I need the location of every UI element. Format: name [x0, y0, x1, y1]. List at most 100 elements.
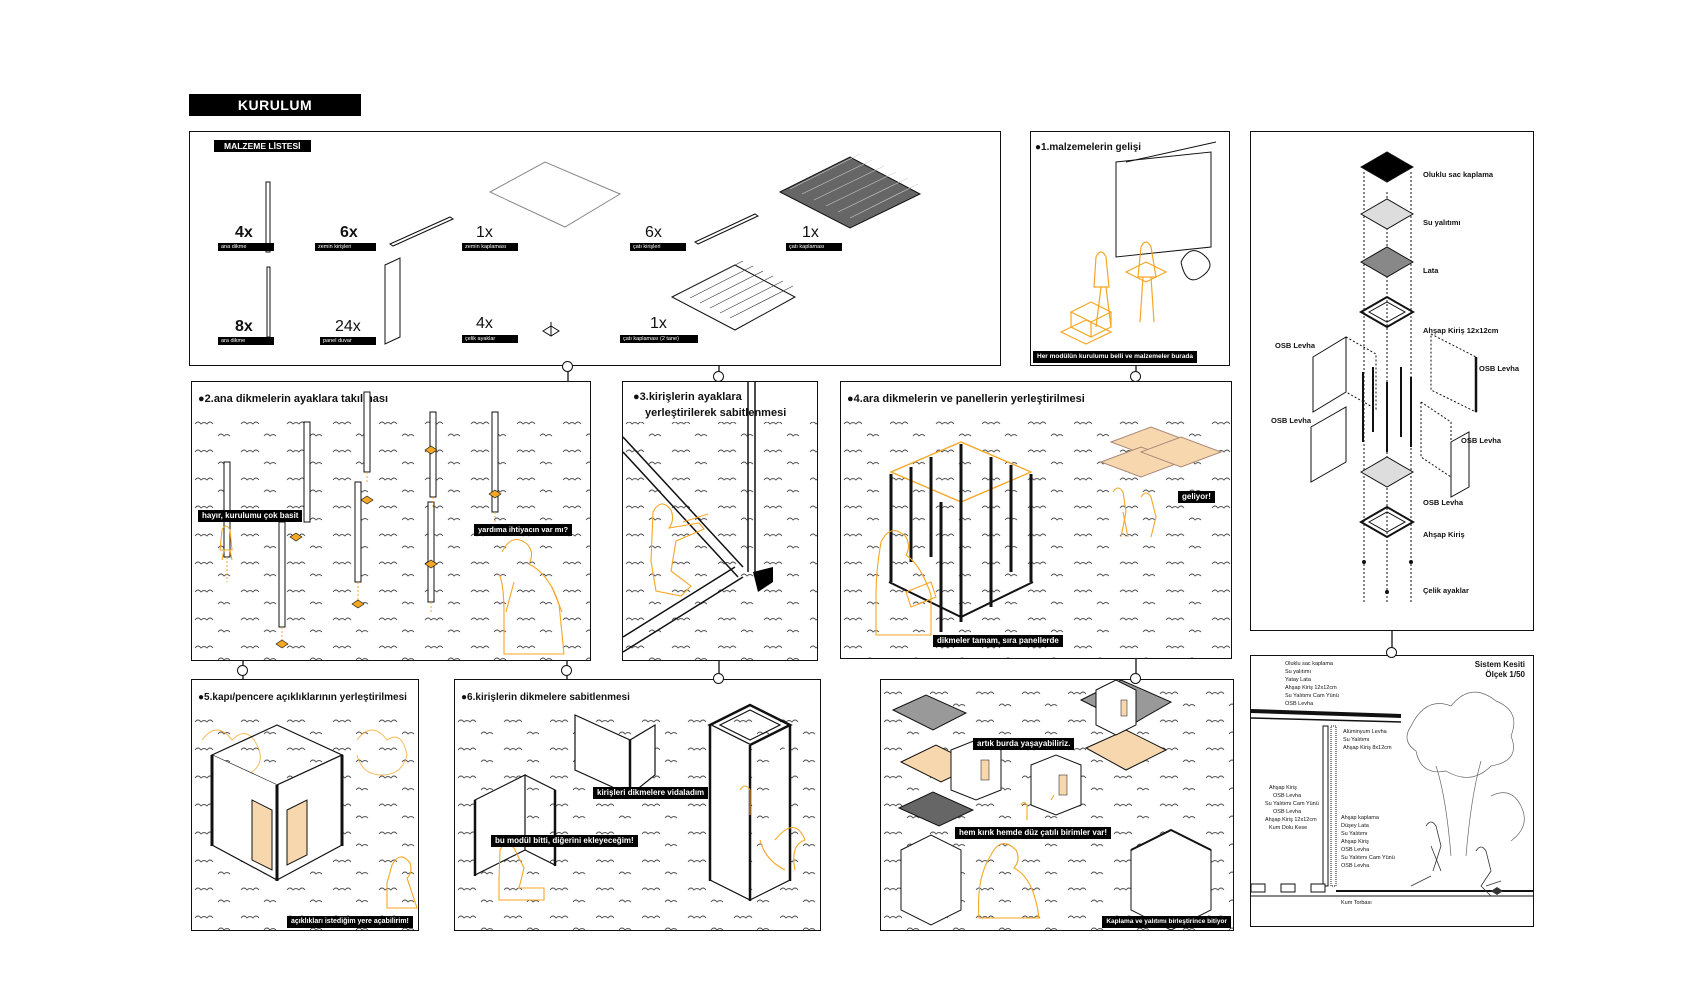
section-floor-layer-5: Su Yalıtımı Cam Yünü [1341, 855, 1395, 861]
step7-caption: Kaplama ve yalıtımı birleştirince bitiyo… [1102, 916, 1231, 928]
qty-panel-duvar: 24x [335, 318, 361, 335]
step7-bubble-2: hem kırık hemde düz çatılı birimler var! [955, 827, 1112, 839]
connector-node [1130, 371, 1141, 382]
step1-caption: Her modülün kurulumu belli ve malzemeler… [1033, 351, 1198, 363]
qty-zemin-kaplamasi: 1x [476, 224, 493, 241]
step4-drawing [841, 412, 1231, 658]
step2-bubble-1: hayır, kurulumu çok basit [198, 510, 303, 522]
step3-drawing [623, 382, 817, 660]
label-ana-dikme: ana dikme [218, 243, 274, 251]
label-cati-kirisleri: çatı kirişleri [630, 243, 686, 251]
step4-title: ●4.ara dikmelerin ve panellerin yerleşti… [847, 393, 1085, 405]
exploded-label-10: Çelik ayaklar [1423, 586, 1469, 595]
step1-drawing [1059, 141, 1217, 345]
step2-panel: ●2.ana dikmelerin ayaklara takılması [191, 381, 591, 661]
step3-title-line2: yerleştirilerek sabitlenmesi [645, 407, 787, 419]
step6-title: ●6.kirişlerin dikmelere sabitlenmesi [461, 692, 630, 703]
exploded-label-6: OSB Levha [1271, 416, 1312, 425]
section-floor-layer-1: Düşey Lata [1341, 823, 1369, 829]
step6-bubble-2: bu modül bitti, diğerini ekleyeceğim! [491, 835, 638, 847]
connector-node [713, 673, 724, 684]
materials-heading: MALZEME LİSTESİ [214, 140, 311, 152]
section-beam-layer-0: Alüminyum Levha [1343, 729, 1387, 735]
step5-panel: ●5.kapı/pencere açıklıklarının yerleştir… [191, 679, 419, 931]
exploded-label-8: OSB Levha [1423, 498, 1464, 507]
section-panel: Sistem Kesiti Ölçek 1/50 Oluklu sac kapl… [1250, 655, 1534, 927]
section-roof-layer-4: Su Yalıtımı Cam Yünü [1285, 693, 1339, 699]
materials-panel: MALZEME LİSTESİ 4x ana dikme 6x zemin ki… [189, 131, 1001, 366]
qty-cati-kaplamasi-2: 1x [650, 315, 667, 332]
qty-cati-kaplamasi: 1x [802, 224, 819, 241]
step1-panel: ●1.malzemelerin gelişi Her modülün kurul… [1030, 131, 1230, 366]
step6-bubble-1: kirişleri dikmelere vidaladım [593, 787, 709, 799]
exploded-drawing [1310, 151, 1478, 602]
section-floor-layer-3: Ahşap Kiriş [1341, 839, 1369, 845]
step4-bubble-1: geliyor! [1178, 491, 1215, 503]
connector-node [713, 371, 724, 382]
exploded-label-0: Oluklu sac kaplama [1423, 170, 1494, 179]
connector-node [1386, 647, 1397, 658]
materials-drawings [265, 153, 922, 345]
step7-panel: artık burda yaşayabiliriz. hem kırık hem… [880, 679, 1234, 931]
label-panel-duvar: panel duvar [320, 337, 376, 345]
step5-title: ●5.kapı/pencere açıklıklarının yerleştir… [198, 692, 407, 703]
section-drawing [1251, 691, 1533, 897]
exploded-axon-panel: Oluklu sac kaplama Su yalıtımı Lata Ahşa… [1250, 131, 1534, 631]
step7-bubble-1: artık burda yaşayabiliriz. [973, 738, 1075, 750]
exploded-label-7: OSB Levha [1461, 436, 1502, 445]
section-roof-layer-2: Yatay Lata [1285, 677, 1311, 683]
section-floor-layer-4: OSB Levha [1341, 847, 1370, 853]
qty-cati-kirisleri: 6x [645, 224, 662, 241]
qty-celik-ayaklar: 4x [476, 315, 493, 332]
section-wall-layer-1: OSB Levha [1273, 793, 1302, 799]
section-roof-layer-0: Oluklu sac kaplama [1285, 661, 1333, 667]
section-beam-layer-2: Ahşap Kiriş 8x12cm [1343, 745, 1392, 751]
connector-node [1130, 673, 1141, 684]
step5-drawing [192, 710, 418, 930]
section-beam-layer-1: Su Yalıtımı [1343, 737, 1370, 743]
step2-bubble-2: yardıma ihtiyacın var mı? [474, 524, 573, 536]
step3-title-line1: ●3.kirişlerin ayaklara [633, 391, 742, 403]
section-wall-layer-5: Kum Dolu Kese [1269, 825, 1308, 831]
exploded-label-3: Ahşap Kiriş 12x12cm [1423, 326, 1499, 335]
label-zemin-kaplamasi: zemin kaplaması [462, 243, 518, 251]
qty-ana-dikme: 4x [235, 224, 253, 241]
qty-zemin-kirisleri: 6x [340, 224, 358, 241]
section-floor-layer-6: OSB Levha [1341, 863, 1370, 869]
section-roof-layer-1: Su yalıtımı [1285, 669, 1311, 675]
section-ground-label: Kum Torbası [1341, 900, 1372, 906]
step4-panel: ●4.ara dikmelerin ve panellerin yerleşti… [840, 381, 1232, 659]
connector-node [561, 665, 572, 676]
connector-node [237, 665, 248, 676]
label-ara-dikme: ara dikme [218, 337, 274, 345]
label-cati-kaplamasi-2: çatı kaplaması (2 tane) [620, 335, 698, 343]
exploded-label-2: Lata [1423, 266, 1439, 275]
section-wall-layer-4: Ahşap Kiriş 12x12cm [1265, 817, 1317, 823]
step6-panel: ●6.kirişlerin dikmelere sabitlenmesi kir… [454, 679, 821, 931]
section-roof-layer-5: OSB Levha [1285, 701, 1314, 707]
step2-drawing [192, 391, 590, 660]
step5-caption: açıklıkları istediğim yere açabilirim! [287, 916, 413, 928]
section-floor-layer-2: Su Yalıtımı [1341, 831, 1368, 837]
label-cati-kaplamasi: çatı kaplaması [786, 243, 842, 251]
exploded-label-9: Ahşap Kiriş [1423, 530, 1465, 539]
section-floor-layer-0: Ahşap kaplama [1341, 815, 1379, 821]
connector-node [562, 361, 573, 372]
step6-drawing [455, 703, 820, 930]
step2-title: ●2.ana dikmelerin ayaklara takılması [198, 393, 389, 405]
section-roof-layer-3: Ahşap Kiriş 12x12cm [1285, 685, 1337, 691]
step3-panel: ●3.kirişlerin ayaklara yerleştirilerek s… [622, 381, 818, 661]
page-title: KURULUM [189, 94, 361, 116]
step1-title: ●1.malzemelerin gelişi [1035, 142, 1142, 153]
label-celik-ayaklar: çelik ayaklar [462, 335, 518, 343]
exploded-label-5: OSB Levha [1479, 364, 1520, 373]
section-title-line2: Ölçek 1/50 [1485, 670, 1525, 679]
exploded-label-1: Su yalıtımı [1423, 218, 1461, 227]
section-wall-layer-0: Ahşap Kiriş [1269, 785, 1297, 791]
section-title-line1: Sistem Kesiti [1474, 660, 1525, 669]
step7-drawing [881, 680, 1233, 930]
label-zemin-kirisleri: zemin kirişleri [315, 243, 376, 251]
qty-ara-dikme: 8x [235, 318, 253, 335]
section-wall-layer-3: OSB Levha [1273, 809, 1302, 815]
step4-bubble-2: dikmeler tamam, sıra panellerde [933, 635, 1063, 647]
